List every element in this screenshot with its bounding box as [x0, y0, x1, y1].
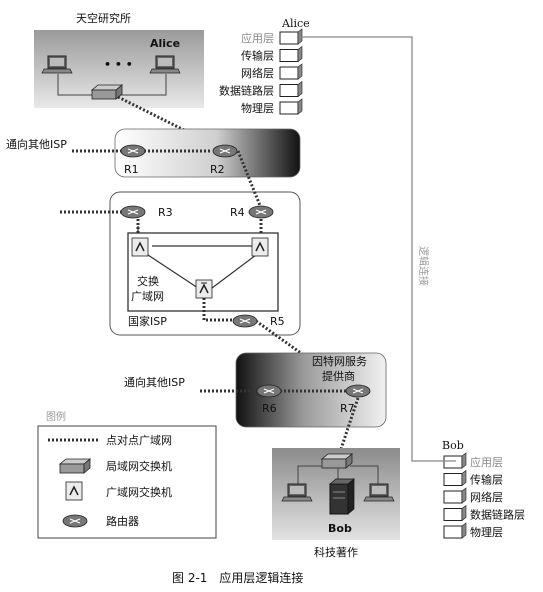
legend-router-icon	[62, 514, 88, 528]
layer-label: 传输层	[241, 49, 274, 63]
legend-item-lan-switch: 局域网交换机	[106, 459, 172, 473]
laptop-icon	[41, 55, 73, 74]
laptop-icon	[281, 483, 313, 502]
layer-box-side	[297, 63, 303, 80]
wan-switch-icon	[195, 279, 213, 299]
layer-label: 应用层	[470, 455, 503, 469]
router-icon	[256, 384, 282, 398]
layer-label: 应用层	[241, 31, 274, 45]
national-isp-box	[109, 191, 301, 336]
layer-box-side	[461, 487, 467, 504]
layer-box-side	[297, 80, 303, 98]
lan-switch-icon	[90, 84, 124, 100]
layer-box	[443, 525, 463, 539]
router-label-r5: R5	[270, 315, 285, 328]
to-other-isp-label-1: 通向其他ISP	[6, 137, 67, 151]
layer-box	[443, 490, 463, 504]
legend-item-wan-switch: 广域网交换机	[106, 485, 172, 499]
wan-switch-icon	[251, 237, 269, 257]
layer-label: 数据链路层	[219, 84, 274, 98]
router-label-r4: R4	[230, 206, 245, 219]
legend-item-p2p-wan: 点对点广域网	[106, 433, 172, 447]
server-icon	[329, 478, 355, 515]
router-label-r6: R6	[262, 402, 277, 415]
wan-switch-label-line1: 交换	[137, 274, 159, 288]
to-other-isp-label-2: 通向其他ISP	[124, 375, 185, 389]
legend-title: 图例	[46, 410, 66, 423]
layer-box	[279, 66, 299, 80]
layer-label: 数据链路层	[470, 508, 525, 522]
logical-connection-line	[300, 36, 456, 462]
wan-switch-icon	[131, 237, 149, 257]
laptop-icon	[363, 483, 395, 502]
more-hosts-dots: • • •	[104, 58, 133, 71]
layer-label: 传输层	[470, 473, 503, 487]
org-top-label: 天空研究所	[76, 11, 131, 25]
layer-box	[279, 31, 299, 45]
layer-label: 网络层	[470, 490, 503, 504]
layer-box	[279, 49, 299, 62]
layer-label: 网络层	[241, 66, 274, 80]
layer-box	[279, 84, 299, 97]
layer-box-side	[461, 522, 467, 539]
wan-switch-label-line2: 广域网	[131, 290, 164, 303]
layer-label: 物理层	[241, 101, 274, 115]
router-label-r7: R7	[340, 402, 355, 415]
router-label-r1: R1	[124, 163, 139, 176]
legend-lan-switch-icon	[58, 458, 92, 474]
isp-label-line1: 因特网服务	[312, 354, 367, 368]
layer-box-side	[461, 504, 467, 522]
layer-box-side	[297, 45, 303, 63]
alice-lan-label: Alice	[150, 37, 180, 50]
layer-box-side	[461, 469, 467, 487]
figure-caption: 图 2-1 应用层逻辑连接	[172, 570, 303, 585]
logical-connection-label: 逻辑连接	[417, 246, 430, 286]
layer-box	[279, 101, 299, 115]
layer-box-side	[461, 452, 467, 469]
national-isp-label: 国家ISP	[128, 314, 167, 328]
layer-box	[443, 473, 463, 486]
legend-item-router: 路由器	[106, 514, 139, 528]
alice-stack-label: Alice	[281, 17, 310, 30]
layer-box	[443, 455, 463, 469]
router-icon	[232, 314, 258, 328]
org-bottom-label: 科技著作	[314, 545, 358, 559]
lan-switch-icon	[320, 453, 354, 469]
layer-label: 物理层	[470, 525, 503, 539]
router-label-r3: R3	[158, 206, 173, 219]
layer-box	[443, 508, 463, 521]
router-label-r2: R2	[210, 163, 225, 176]
router-icon	[120, 144, 146, 158]
layer-box-side	[297, 98, 303, 115]
laptop-icon	[149, 55, 181, 74]
router-icon	[212, 144, 238, 158]
router-icon	[345, 384, 371, 398]
legend-wan-switch-icon	[65, 481, 83, 501]
isp-label-line2: 提供商	[322, 369, 355, 383]
bob-lan-label: Bob	[328, 522, 352, 535]
bob-stack-label: Bob	[442, 439, 464, 452]
router-icon	[248, 205, 274, 219]
regional-isp-box	[114, 128, 301, 178]
router-icon	[120, 205, 146, 219]
